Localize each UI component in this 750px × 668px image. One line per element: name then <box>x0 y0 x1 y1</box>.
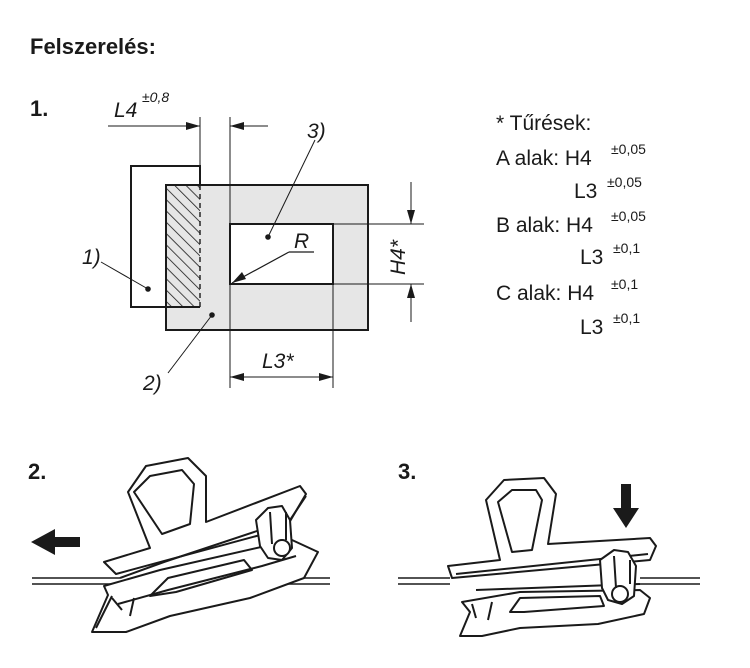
step-3-label: 3. <box>398 459 416 484</box>
dim-h4-label: H4* <box>387 239 410 275</box>
step-1-label: 1. <box>30 96 48 121</box>
tolerance-c-label: C alak: H4 <box>496 282 594 305</box>
step-2-label: 2. <box>28 459 46 484</box>
clip-mounted <box>447 477 657 637</box>
tolerance-title: * Tűrések: <box>496 112 591 135</box>
arrow-down-icon <box>613 484 639 528</box>
clip-tilted <box>91 457 319 633</box>
tolerance-b-h4: ±0,05 <box>611 208 646 224</box>
hatched-section <box>166 185 200 307</box>
page-title: Felszerelés: <box>30 34 156 59</box>
callout-3: 3) <box>307 120 326 143</box>
tolerance-a-h4: ±0,05 <box>611 141 646 157</box>
dim-l4-tolerance: ±0,8 <box>142 89 169 105</box>
tolerance-a-l3-tol: ±0,05 <box>607 174 642 190</box>
tolerance-c-h4: ±0,1 <box>611 276 638 292</box>
panel-cutout <box>229 223 334 285</box>
dim-l4-label: L4 <box>114 99 137 122</box>
dim-r-label: R <box>294 230 309 253</box>
tolerance-b-l3-tol: ±0,1 <box>613 240 640 256</box>
callout-1: 1) <box>82 246 101 269</box>
tolerance-c-l3-tol: ±0,1 <box>613 310 640 326</box>
tolerance-table: * Tűrések: A alak: H4 ±0,05 L3 ±0,05 B a… <box>496 112 646 339</box>
tolerance-b-l3: L3 <box>580 246 603 269</box>
tolerance-a-label: A alak: H4 <box>496 147 592 170</box>
arrow-left-icon <box>31 529 80 555</box>
tolerance-b-label: B alak: H4 <box>496 214 593 237</box>
dim-l3-label: L3* <box>262 350 294 373</box>
callout-2: 2) <box>142 372 162 395</box>
tolerance-a-l3: L3 <box>574 180 597 203</box>
tolerance-c-l3: L3 <box>580 316 603 339</box>
